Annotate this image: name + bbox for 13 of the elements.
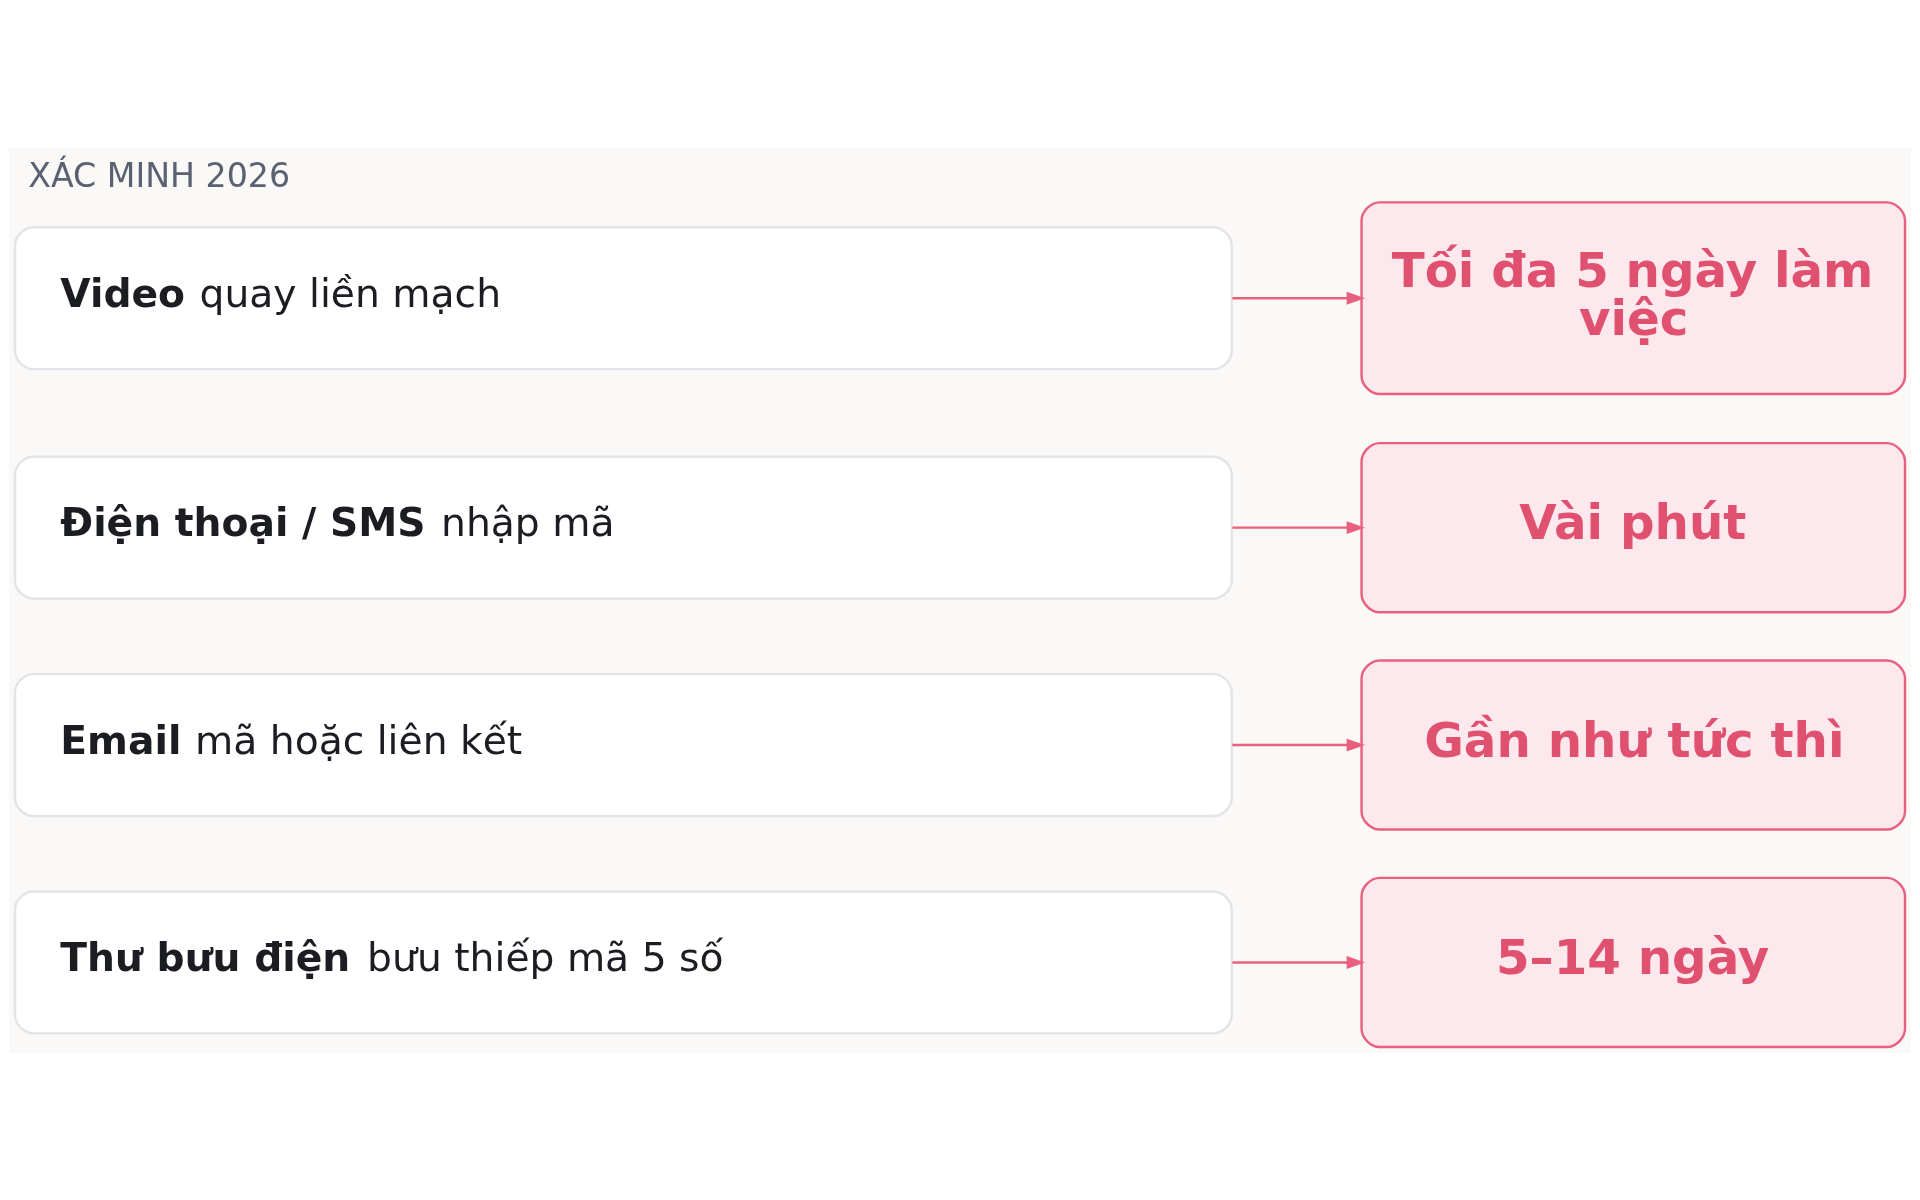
arrow <box>1232 738 1366 751</box>
node-box: Vài phút <box>1360 441 1907 613</box>
node-box: Thư bưu điện bưu thiếp mã 5 số <box>13 889 1233 1035</box>
arrow <box>1232 955 1366 969</box>
node-box: Tối đa 5 ngày làm việc <box>1360 200 1907 395</box>
node-box: Gần như tức thì <box>1360 658 1907 831</box>
node-box: Video quay liền mạch <box>13 225 1233 370</box>
node-box: Email mã hoặc liên kết <box>13 672 1233 817</box>
arrow <box>1232 520 1366 534</box>
diagram-title: XÁC MINH 2026 <box>28 155 291 195</box>
node-box: Điện thoại / SMS nhập mã <box>13 455 1233 600</box>
node-box: 5–14 ngày <box>1360 876 1907 1048</box>
arrow <box>1232 291 1366 305</box>
